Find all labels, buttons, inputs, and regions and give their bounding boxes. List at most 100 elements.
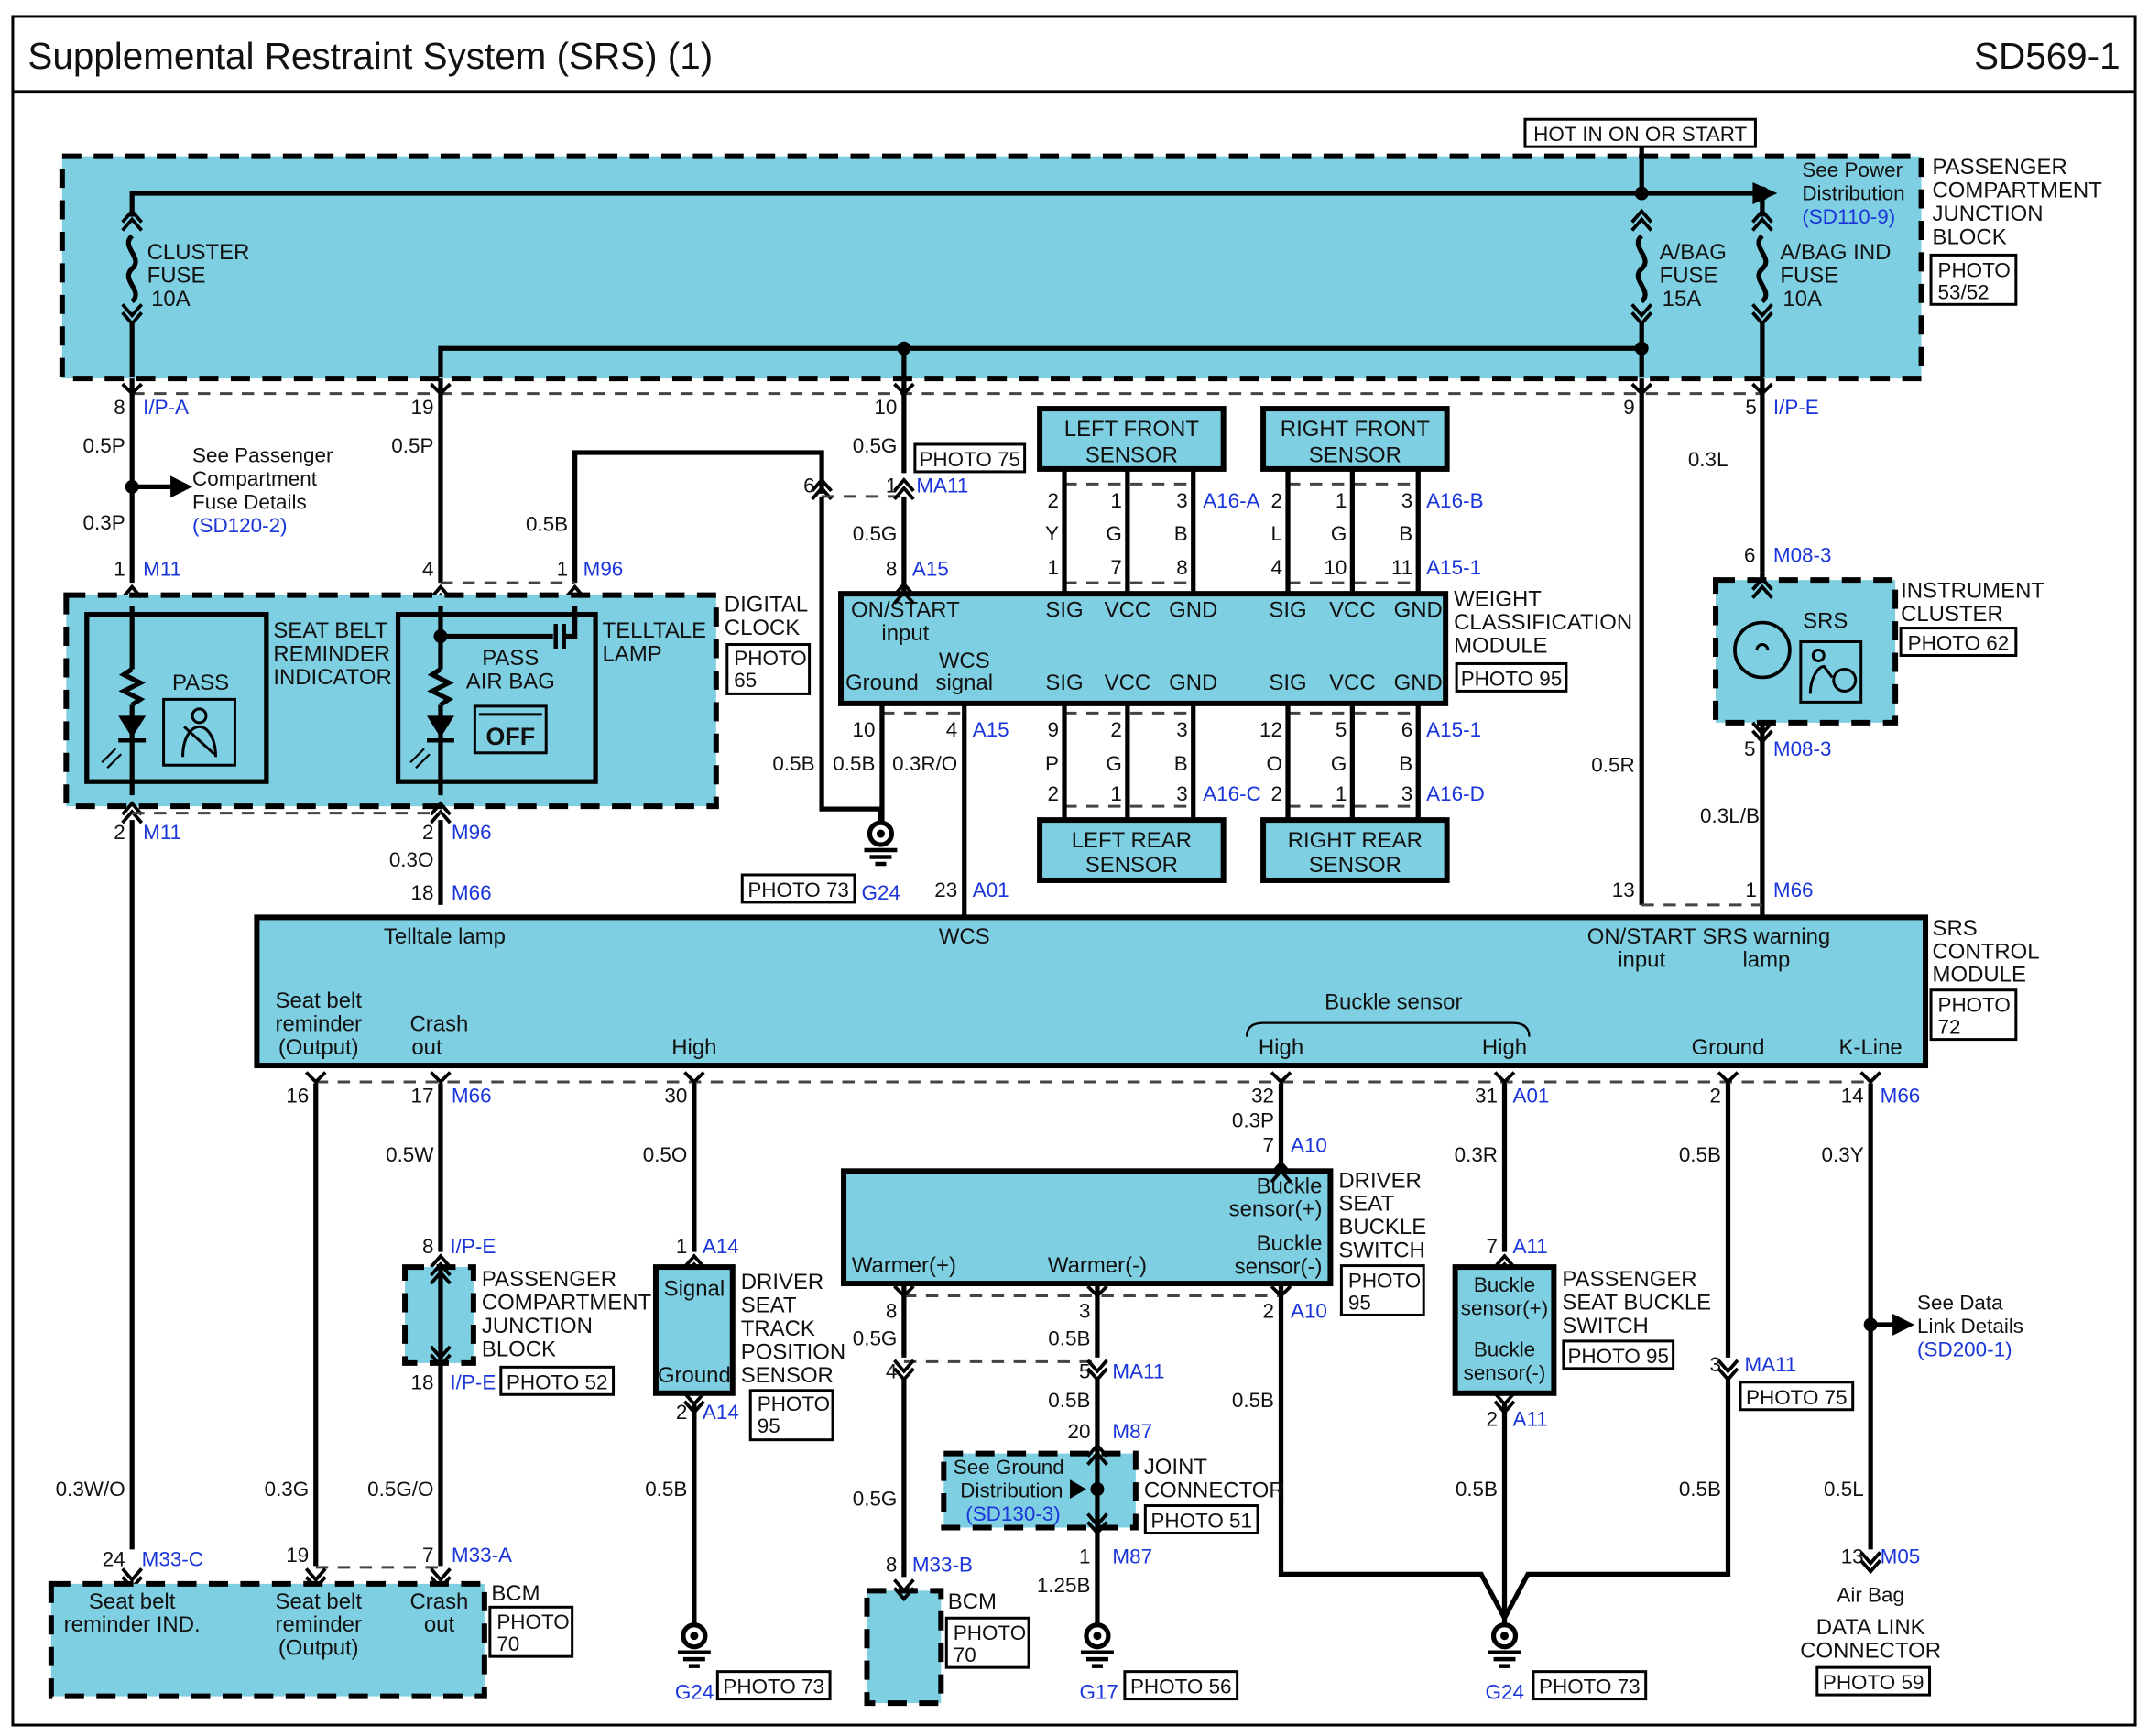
connector-m083-top: M08-3	[1773, 544, 1832, 567]
pin-a151-11: 11	[1391, 556, 1412, 579]
pin-m66-18: 18	[411, 881, 434, 904]
track-label-1: DRIVER	[741, 1270, 823, 1294]
see-power-ref-link[interactable]: (SD110-9)	[1802, 205, 1895, 228]
airbag-off-text: OFF	[485, 723, 535, 750]
wcm-ground: Ground	[845, 671, 919, 695]
wcm-vcc-2: VCC	[1329, 598, 1376, 623]
bcm-crash-1: Crash	[410, 1589, 469, 1614]
pin-ipe-18: 18	[411, 1370, 434, 1393]
track-signal: Signal	[664, 1277, 725, 1302]
junction-photo-2: 53/52	[1938, 280, 1990, 303]
pin-a151-8: 8	[1176, 556, 1187, 579]
cluster-fuse-label-3: 10A	[151, 287, 191, 311]
telltale-airbag-label: AIR BAG	[466, 669, 555, 693]
bcm-sbr-2: reminder	[276, 1612, 362, 1637]
pin-ipe-8: 8	[422, 1235, 433, 1258]
wire-l: L	[1271, 522, 1282, 545]
pin-m66-1: 1	[1745, 879, 1756, 901]
track-photo-1: PHOTO	[758, 1392, 830, 1415]
joint-ref-link[interactable]: (SD130-3)	[965, 1502, 1061, 1525]
bcm-sbr-3: (Output)	[278, 1636, 359, 1661]
junction-photo-1: PHOTO	[1938, 258, 2011, 281]
bcm-a-photo-2: 70	[496, 1632, 519, 1655]
see-fuse-line-2: Compartment	[192, 467, 318, 490]
pin-rf-3: 3	[1401, 489, 1412, 512]
pin-rf-2: 2	[1271, 489, 1282, 512]
abag-fuse-label-1: A/BAG	[1660, 240, 1727, 265]
right-front-label: RIGHT FRONT	[1281, 417, 1430, 442]
connector-a11-bottom: A11	[1512, 1408, 1547, 1431]
see-fuse-line-1: See Passenger	[192, 443, 333, 466]
pin-a151-3: 3	[1176, 718, 1187, 741]
see-fuse-ref-link[interactable]: (SD120-2)	[192, 514, 288, 537]
wire-05g-4: 0.5G	[853, 1488, 898, 1511]
wire-b-1: B	[1174, 522, 1188, 545]
right-rear-sensor	[1260, 817, 1450, 883]
wcm-gnd-4: GND	[1394, 671, 1443, 695]
connector-a16b: A16-B	[1426, 489, 1483, 512]
telltale-label-1: TELLTALE	[603, 618, 707, 643]
pin-m96-2: 2	[422, 821, 433, 844]
srs-sbr-3: (Output)	[278, 1035, 359, 1060]
wcm-gnd-3: GND	[1169, 671, 1217, 695]
connector-m33c: M33-C	[142, 1547, 203, 1570]
seat-belt-label-2: REMINDER	[273, 641, 390, 666]
wire-b-3: B	[1174, 752, 1188, 775]
cluster-srs-label: SRS	[1803, 609, 1848, 634]
connector-a10-top: A10	[1291, 1133, 1327, 1156]
wire-03l: 0.3L	[1688, 448, 1728, 471]
seat-belt-label-1: SEAT BELT	[273, 618, 387, 643]
srs-high-3: High	[1482, 1035, 1527, 1060]
pin-a151-5: 5	[1336, 718, 1347, 741]
photo-51: PHOTO 51	[1150, 1509, 1252, 1532]
data-link-ref-link[interactable]: (SD200-1)	[1917, 1337, 2012, 1360]
left-rear-sensor	[1037, 817, 1227, 883]
pin-a151-7: 7	[1110, 556, 1121, 579]
bcm-a-photo-1: PHOTO	[496, 1610, 569, 1633]
right-rear-sensor-label: SENSOR	[1309, 853, 1401, 878]
bcm-module-a	[48, 1580, 487, 1699]
wire-y: Y	[1045, 522, 1059, 545]
pin-a15-8: 8	[886, 558, 897, 581]
wire-05b-g: 0.5B	[1048, 1389, 1090, 1412]
pass-buckle-label-3: SWITCH	[1562, 1314, 1648, 1338]
connector-m33a: M33-A	[452, 1544, 512, 1567]
warmer-plus: Warmer(+)	[852, 1253, 956, 1278]
wire-05b-c: 0.5B	[1679, 1143, 1721, 1166]
data-link-label-1: DATA LINK	[1816, 1615, 1925, 1640]
track-label-3: TRACK	[741, 1316, 815, 1341]
wire-05w: 0.5W	[386, 1143, 434, 1166]
abag-ind-fuse	[1750, 209, 1774, 326]
pin-a151-6: 6	[1401, 718, 1412, 741]
pin-m11-2: 2	[114, 821, 125, 844]
lamp-icon	[1733, 620, 1792, 680]
pin-lr-2: 2	[1048, 782, 1059, 805]
connector-m66-d: M66	[1881, 1084, 1921, 1107]
pin-19: 19	[411, 396, 434, 419]
pin-m083-5: 5	[1744, 737, 1755, 760]
pin-a01-32: 32	[1251, 1084, 1274, 1107]
wire-03y: 0.3Y	[1822, 1143, 1864, 1166]
junction-block-label-3: JUNCTION	[1933, 202, 2044, 226]
pin-lf-2: 2	[1048, 489, 1059, 512]
cluster-fuse-label-1: CLUSTER	[147, 240, 250, 265]
see-data-link-arrow-icon	[1892, 1313, 1915, 1336]
left-front-sensor	[1037, 406, 1227, 472]
jb2-label-2: COMPARTMENT	[482, 1290, 652, 1315]
wire-05l: 0.5L	[1824, 1478, 1864, 1501]
pin-m33b-8: 8	[886, 1553, 897, 1576]
driver-buckle-label-4: SWITCH	[1338, 1239, 1424, 1263]
track-photo-2: 95	[758, 1414, 780, 1437]
wire-03p: 0.3P	[83, 511, 125, 534]
pin-ma11-3: 3	[1710, 1353, 1721, 1376]
hot-in-on-or-start: HOT IN ON OR START	[1533, 123, 1747, 146]
srs-crash-2: out	[411, 1035, 442, 1060]
connector-ma11-b: MA11	[1112, 1359, 1164, 1382]
srs-label-2: CONTROL	[1933, 939, 2040, 964]
wcm-sig-3: SIG	[1045, 671, 1083, 695]
pin-a11-2: 2	[1487, 1408, 1498, 1431]
ground-g24-a: G24	[861, 881, 900, 904]
pin-m11-1: 1	[114, 558, 125, 581]
wire-03lb: 0.3L/B	[1700, 804, 1760, 827]
pin-m87-1: 1	[1079, 1545, 1090, 1567]
